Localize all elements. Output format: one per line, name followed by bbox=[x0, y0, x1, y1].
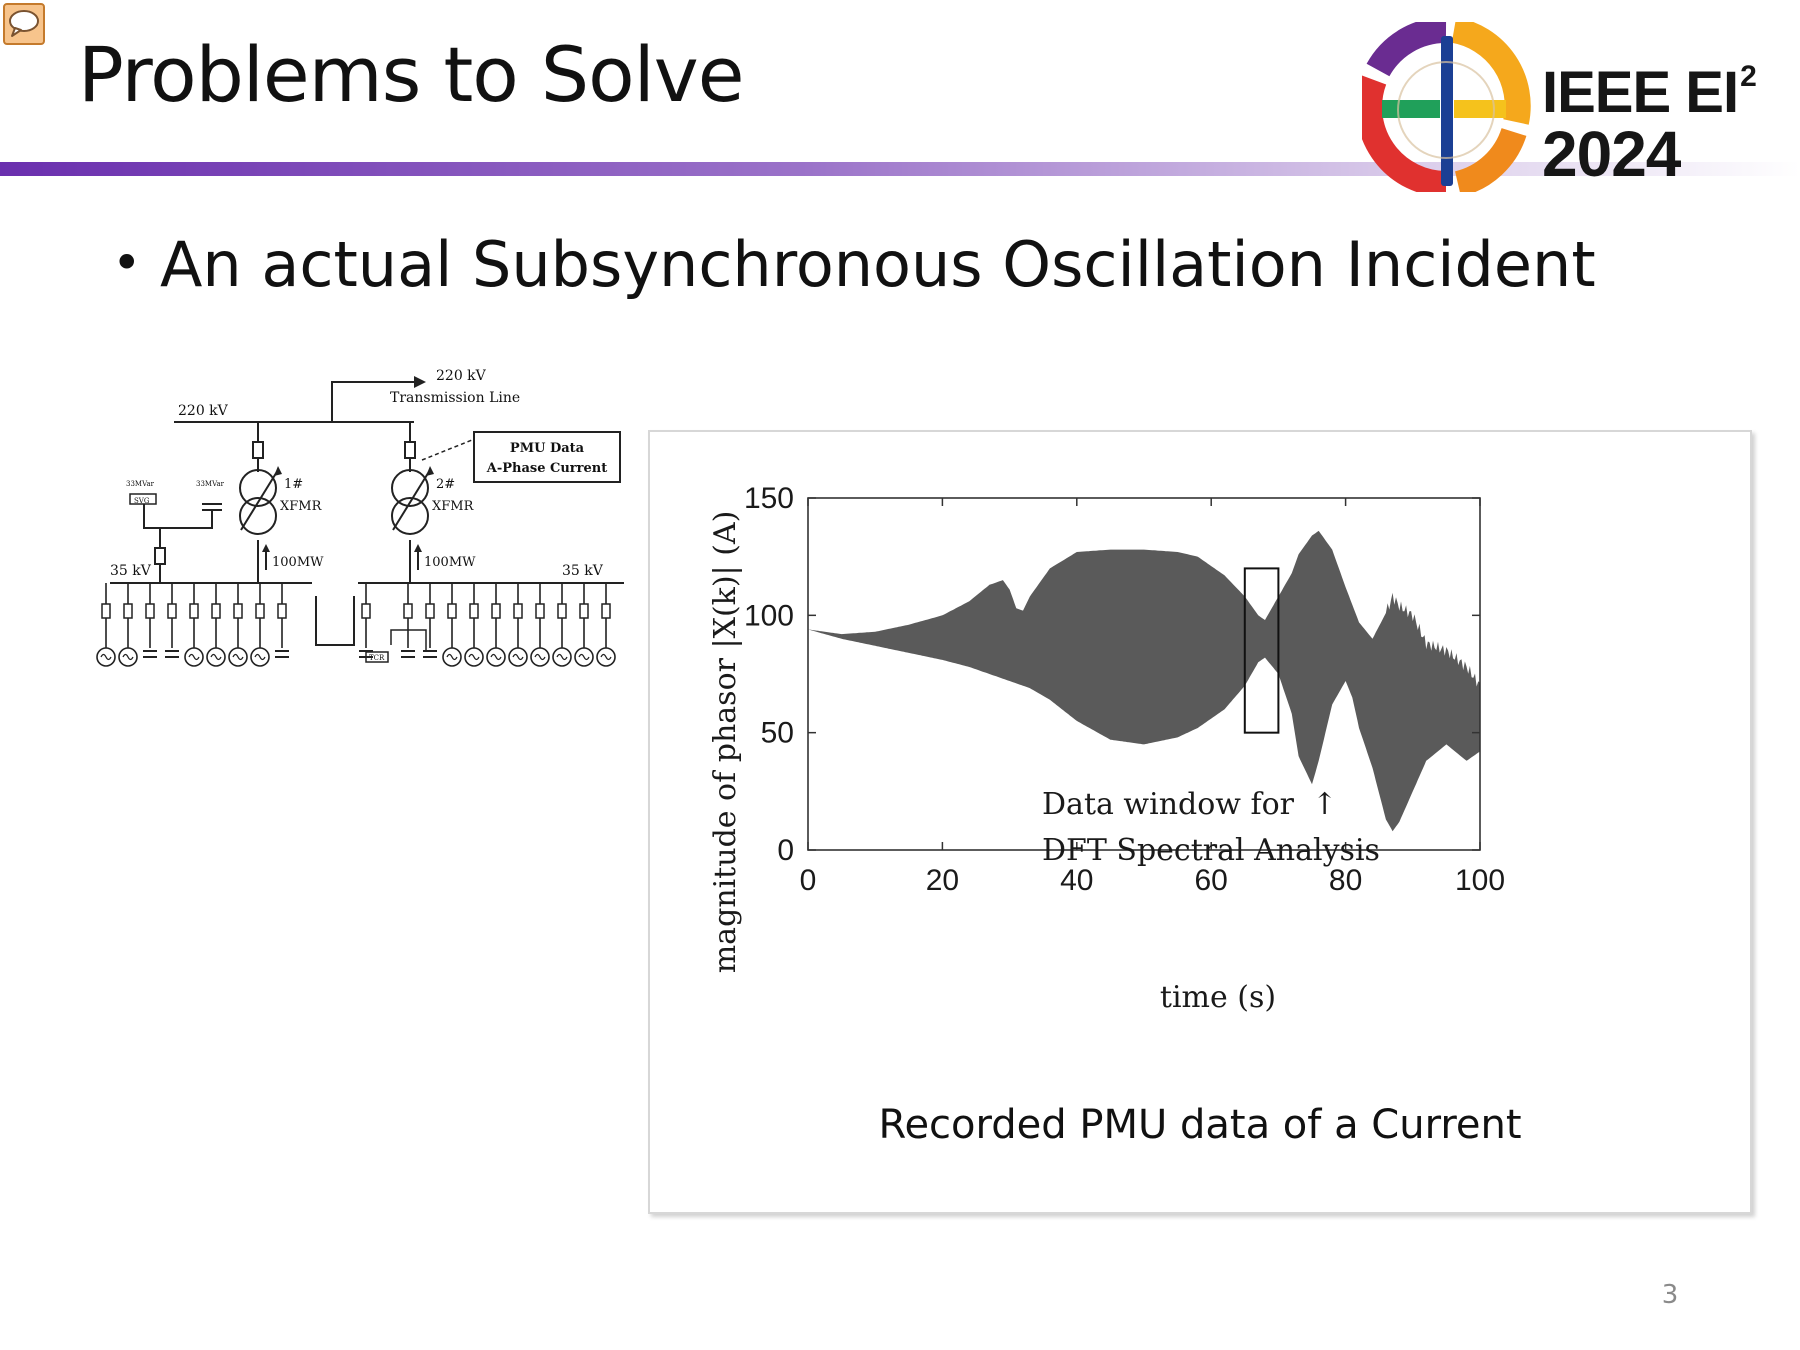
left-comp-rating-1: 33MVar bbox=[126, 480, 155, 488]
x-axis-label: time (s) bbox=[1160, 980, 1276, 1015]
annotation-line-2: DFT Spectral Analysis bbox=[1042, 833, 1380, 868]
feeder-right-10 bbox=[574, 583, 594, 667]
xfmr2-number: 2# bbox=[436, 477, 455, 492]
feeder-right-7 bbox=[508, 583, 528, 667]
feeder-left-1 bbox=[96, 583, 116, 667]
page-number: 3 bbox=[1661, 1280, 1679, 1310]
y-tick-label: 0 bbox=[777, 834, 794, 867]
tcr-device-tag: TCR bbox=[369, 654, 385, 662]
ei2-emblem-icon bbox=[1362, 22, 1531, 192]
feeder-right-3 bbox=[423, 583, 437, 658]
logo-superscript: 2 bbox=[1740, 60, 1757, 93]
logo-ieee-ei-text: IEEE EI bbox=[1542, 60, 1739, 125]
svg-device-tag: SVG bbox=[134, 497, 150, 505]
title-divider bbox=[0, 162, 1800, 176]
flow1-label: 100MW bbox=[272, 555, 324, 570]
feeder-right-5 bbox=[464, 583, 484, 667]
chart-panel: 0 20 40 60 80 100 0 50 100 150 time (s) magnitud… bbox=[648, 430, 1752, 1214]
x-tick-label: 40 bbox=[1060, 864, 1093, 897]
bus35-right-label: 35 kV bbox=[562, 563, 604, 579]
ieee-ei2-logo: IEEE EI2 2024 bbox=[1362, 18, 1792, 193]
feeder-group-left bbox=[96, 583, 289, 667]
axes-frame bbox=[807, 497, 1481, 851]
y-tick-label: 150 bbox=[744, 482, 794, 515]
xfmr1-number: 1# bbox=[284, 477, 303, 492]
oscillation-envelope-series-1 bbox=[808, 530, 1480, 832]
y-axis-label: magnitude of phasor |X(k)| (A) bbox=[708, 511, 743, 974]
single-line-diagram: 220 kV 220 kV Transmission Line PMU Data… bbox=[96, 368, 624, 667]
annotation-line-1: Data window for bbox=[1042, 787, 1295, 822]
feeder-right-11 bbox=[596, 583, 616, 667]
x-tick-label: 0 bbox=[800, 864, 817, 897]
bullet-item: • An actual Subsynchronous Oscillation In… bbox=[112, 228, 1596, 301]
bus35-left-label: 35 kV bbox=[110, 563, 152, 579]
y-tick-label: 50 bbox=[761, 717, 794, 750]
feeder-left-5 bbox=[184, 583, 204, 667]
feeder-right-1 bbox=[359, 583, 373, 658]
bullet-dot-icon: • bbox=[112, 234, 142, 292]
x-tick-label: 20 bbox=[926, 864, 959, 897]
plot-area bbox=[807, 497, 1481, 851]
bus-220kv-label: 220 kV bbox=[178, 403, 229, 419]
x-tick-label: 100 bbox=[1455, 864, 1505, 897]
feeder-left-6 bbox=[206, 583, 226, 667]
slide-title: Problems to Solve bbox=[78, 30, 745, 119]
pmu-box-subtitle: A-Phase Current bbox=[486, 461, 607, 476]
feeder-left-4 bbox=[165, 583, 179, 658]
feeder-group-right bbox=[359, 583, 616, 667]
feeder-right-9 bbox=[552, 583, 572, 667]
tx-line-voltage-label: 220 kV bbox=[436, 368, 487, 384]
x-axis-ticks: 0 20 40 60 80 100 bbox=[800, 498, 1505, 897]
feeder-right-2 bbox=[401, 583, 415, 658]
annotation-arrow-icon: ↑ bbox=[1312, 787, 1337, 822]
y-axis-ticks: 0 50 100 150 bbox=[744, 482, 1480, 867]
pmu-box-title: PMU Data bbox=[510, 441, 585, 456]
pmu-current-chart: 0 20 40 60 80 100 0 50 100 150 time (s) magnitud… bbox=[708, 482, 1505, 1015]
logo-wordmark: IEEE EI2 2024 bbox=[1542, 48, 1757, 190]
feeder-left-9 bbox=[275, 583, 289, 658]
feeder-left-8 bbox=[250, 583, 270, 667]
logo-year: 2024 bbox=[1542, 118, 1681, 190]
dft-window-box-1 bbox=[1243, 567, 1280, 734]
flow2-label: 100MW bbox=[424, 555, 476, 570]
xfmr2-label: XFMR bbox=[432, 499, 475, 514]
xfmr1-label: XFMR bbox=[280, 499, 323, 514]
comment-icon[interactable] bbox=[2, 2, 46, 46]
tx-line-label: Transmission Line bbox=[390, 390, 520, 406]
left-comp-rating-2: 33MVar bbox=[196, 480, 225, 488]
x-tick-label: 60 bbox=[1195, 864, 1228, 897]
x-tick-label: 80 bbox=[1329, 864, 1362, 897]
feeder-right-8 bbox=[530, 583, 550, 667]
y-tick-label: 100 bbox=[744, 599, 794, 632]
feeder-left-2 bbox=[118, 583, 138, 667]
feeder-right-4 bbox=[442, 583, 462, 667]
feeder-left-7 bbox=[228, 583, 248, 667]
feeder-left-3 bbox=[143, 583, 157, 658]
chart-caption: Recorded PMU data of a Current bbox=[878, 1102, 1522, 1148]
bullet-text: An actual Subsynchronous Oscillation Inc… bbox=[160, 228, 1596, 301]
feeder-right-6 bbox=[486, 583, 506, 667]
